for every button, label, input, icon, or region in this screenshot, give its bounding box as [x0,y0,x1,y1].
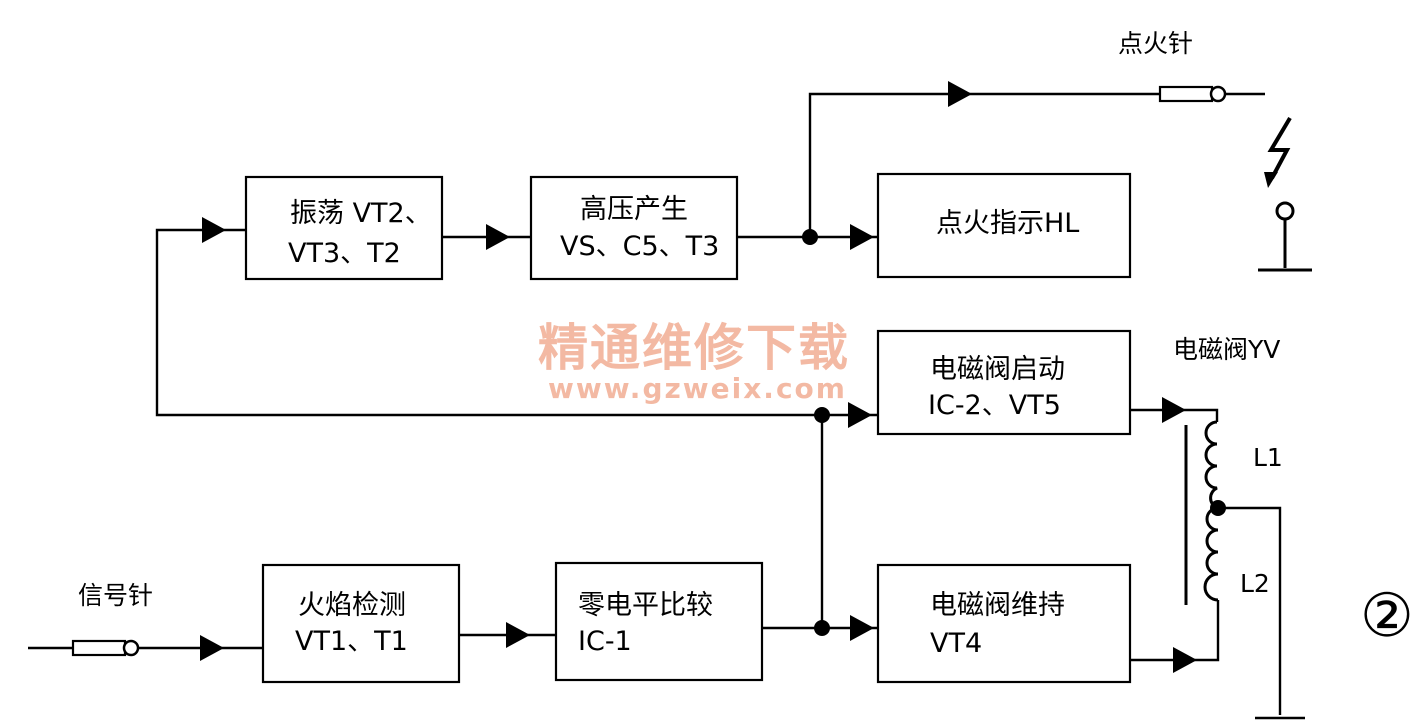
block-ignition-indicator-line1: 点火指示HL [936,208,1079,239]
block-ignition-indicator: 点火指示HL [876,172,1132,279]
block-oscillation-line1: 振荡 VT2、 [290,198,432,229]
block-flame-detect: 火焰检测 VT1、T1 [261,563,461,684]
watermark-title: 精通维修下载 [538,319,850,377]
ground-electrode-icon [1258,201,1312,272]
junction-hv-branch [802,229,818,245]
block-zero-compare-line2: IC-1 [578,626,632,657]
block-oscillation-line2: VT3、T2 [288,238,401,269]
block-valve-hold-line2: VT4 [930,628,982,659]
arrow-start-to-coil [1162,397,1186,423]
ignition-needle-icon [1158,85,1227,103]
block-oscillation: 振荡 VT2、 VT3、T2 [244,175,444,281]
signal-needle-icon [71,639,140,657]
arrow-into-oscillation [202,217,226,243]
block-valve-start: 电磁阀启动 IC-2、VT5 [876,329,1132,436]
block-zero-compare-line1: 零电平比较 [578,590,713,621]
watermark-url: www.gzweix.com [548,372,847,405]
wire-hold-to-coil [1130,600,1220,662]
junction-compare-out [814,620,830,636]
figure-number: ② [1360,581,1414,651]
signal-needle-label: 信号针 [78,581,153,610]
block-valve-start-line2: IC-2、VT5 [928,390,1061,421]
arrow-into-valve-start [848,402,872,428]
coil-l1-icon [1204,420,1218,510]
arrow-into-indicator [850,224,874,250]
spark-tip-icon [1264,172,1278,188]
block-flame-detect-line1: 火焰检测 [298,590,406,621]
block-valve-start-line1: 电磁阀启动 [930,354,1065,385]
ignition-needle-label: 点火针 [1118,29,1193,58]
coil-l1-label: L1 [1253,443,1283,472]
arrow-osc-to-hv [486,224,510,250]
arrow-signal-to-flame [200,635,224,661]
wire-start-to-coil [1130,408,1219,422]
wire-feedback-loop [155,228,820,417]
wire-center-tap [1218,506,1282,715]
arrow-to-ignition-needle [948,81,972,107]
block-high-voltage-line1: 高压产生 [580,194,688,225]
block-high-voltage-line2: VS、C5、T3 [560,231,719,262]
coil-l2-label: L2 [1240,569,1270,598]
coil-l2-icon [1203,506,1219,602]
arrow-hold-to-coil [1173,647,1197,673]
spark-icon [1267,116,1292,179]
block-flame-detect-line2: VT1、T1 [295,626,408,657]
junction-feedback [814,407,830,423]
block-valve-hold: 电磁阀维持 VT4 [876,563,1132,684]
block-high-voltage: 高压产生 VS、C5、T3 [529,175,739,281]
arrow-flame-to-compare [506,622,530,648]
solenoid-valve-label: 电磁阀YV [1173,335,1280,364]
block-zero-compare: 零电平比较 IC-1 [554,561,764,682]
block-valve-hold-line1: 电磁阀维持 [930,590,1065,621]
arrow-into-valve-hold [850,615,874,641]
wire-to-ignition-needle [808,92,1160,237]
